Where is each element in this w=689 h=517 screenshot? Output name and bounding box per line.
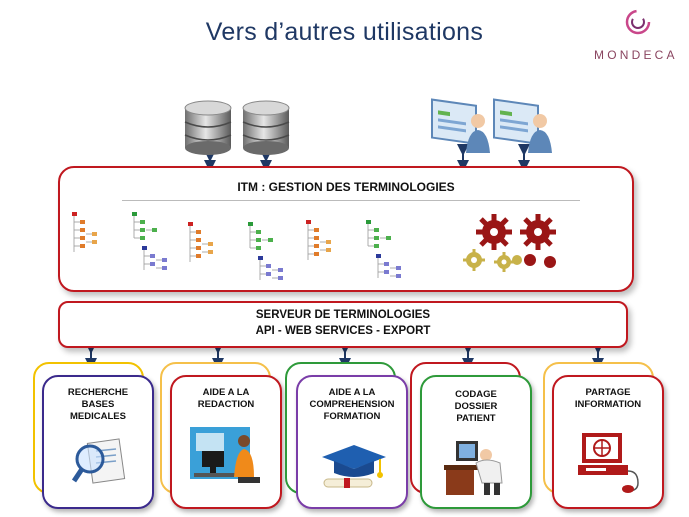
tree-diagram-icon xyxy=(305,219,402,279)
use-card-line: REDACTION xyxy=(197,399,255,410)
magnifier-document-icon xyxy=(72,438,126,484)
database-icon xyxy=(184,100,232,155)
logo-swirl-icon xyxy=(625,9,651,35)
use-card-line: CODAGE xyxy=(455,389,497,400)
use-card-line: DOSSIER xyxy=(454,401,498,412)
tree-diagram-icon xyxy=(187,221,284,281)
itm-divider xyxy=(122,200,580,201)
tree-diagrams xyxy=(72,212,556,281)
database-icon xyxy=(242,100,290,155)
logo-text: MONDECA xyxy=(594,48,678,62)
serveur-panel: SERVEUR DE TERMINOLOGIES API - WEB SERVI… xyxy=(58,301,628,348)
serveur-subtitle: API - WEB SERVICES - EXPORT xyxy=(255,325,431,337)
serveur-title: SERVEUR DE TERMINOLOGIES xyxy=(255,309,431,321)
use-card-line: AIDE A LA xyxy=(202,387,250,398)
mondeca-logo xyxy=(625,9,651,35)
tired-worker-icon xyxy=(444,441,503,495)
use-card-codage: CODAGE DOSSIER PATIENT xyxy=(420,375,532,509)
itm-panel: ITM : GESTION DES TERMINOLOGIES xyxy=(58,166,634,292)
use-card-line: PARTAGE xyxy=(585,387,631,398)
use-card-line: COMPREHENSION xyxy=(309,399,395,410)
graduation-cap-icon xyxy=(322,445,386,488)
user-screen-icon xyxy=(493,98,552,153)
use-card-recherche: RECHERCHE BASES MEDICALES xyxy=(42,375,154,509)
gears-icon xyxy=(463,214,556,272)
use-card-line: RECHERCHE xyxy=(67,387,129,398)
itm-title: ITM : GESTION DES TERMINOLOGIES xyxy=(237,180,455,194)
database-group xyxy=(184,100,290,155)
use-card-comprehension: AIDE A LA COMPREHENSION FORMATION xyxy=(296,375,408,509)
page-title: Vers d’autres utilisations xyxy=(205,18,484,46)
use-card-line: MEDICALES xyxy=(70,411,126,422)
use-card-line: AIDE A LA xyxy=(328,387,376,398)
use-card-redaction: AIDE A LA REDACTION xyxy=(170,375,282,509)
web-terminal-icon xyxy=(578,433,639,493)
user-screen-icon xyxy=(431,98,490,153)
tree-diagram-icon xyxy=(72,212,167,270)
use-card-line: PATIENT xyxy=(456,413,496,424)
person-at-computer-icon xyxy=(190,427,260,483)
use-card-line: BASES xyxy=(81,399,115,410)
use-card-line: INFORMATION xyxy=(574,399,642,410)
users-group xyxy=(431,98,552,153)
use-card-line: FORMATION xyxy=(323,411,381,422)
use-card-partage: PARTAGE INFORMATION xyxy=(552,375,664,509)
